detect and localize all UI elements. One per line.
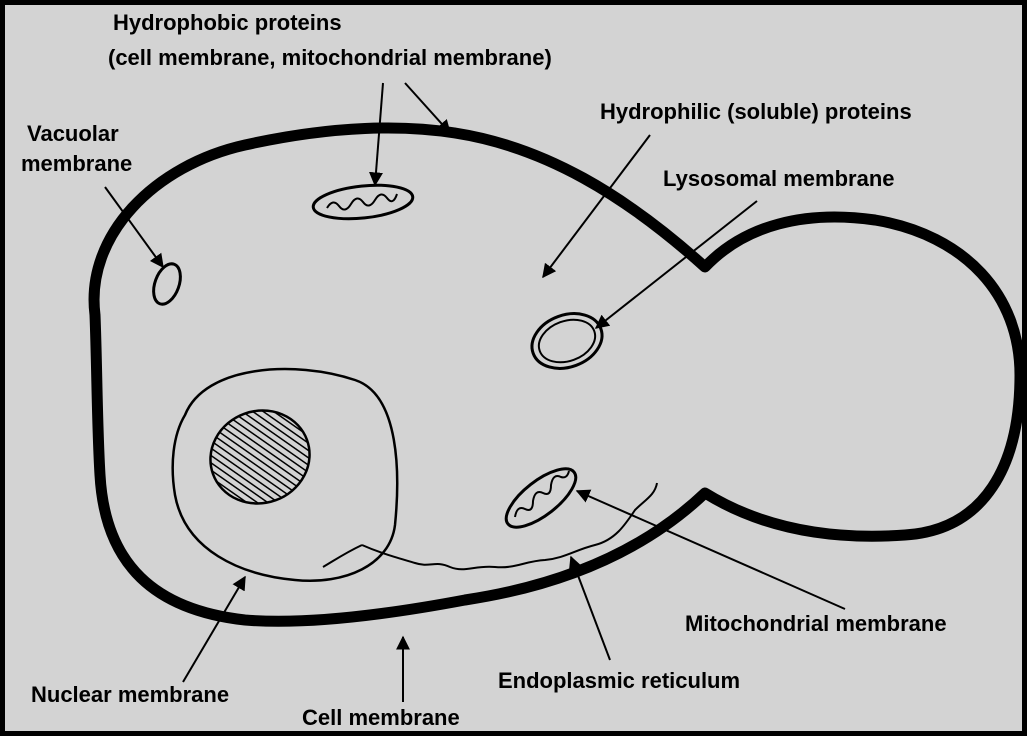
label-hydrophilic: Hydrophilic (soluble) proteins: [600, 99, 912, 124]
label-endoplasmic: Endoplasmic reticulum: [498, 668, 740, 693]
label-hydrophobic-line2: (cell membrane, mitochondrial membrane): [108, 45, 552, 70]
diagram-panel: Hydrophobic proteins (cell membrane, mit…: [5, 5, 1022, 731]
arrow-endoplasmic: [571, 557, 610, 660]
label-vacuolar-line2: membrane: [21, 151, 132, 176]
label-mitochondrial: Mitochondrial membrane: [685, 611, 947, 636]
cell-diagram: Hydrophobic proteins (cell membrane, mit…: [5, 5, 1022, 731]
label-lysosomal: Lysosomal membrane: [663, 166, 895, 191]
label-cell-membrane: Cell membrane: [302, 705, 460, 730]
label-vacuolar-line1: Vacuolar: [27, 121, 119, 146]
label-hydrophobic-line1: Hydrophobic proteins: [113, 10, 342, 35]
label-nuclear: Nuclear membrane: [31, 682, 229, 707]
